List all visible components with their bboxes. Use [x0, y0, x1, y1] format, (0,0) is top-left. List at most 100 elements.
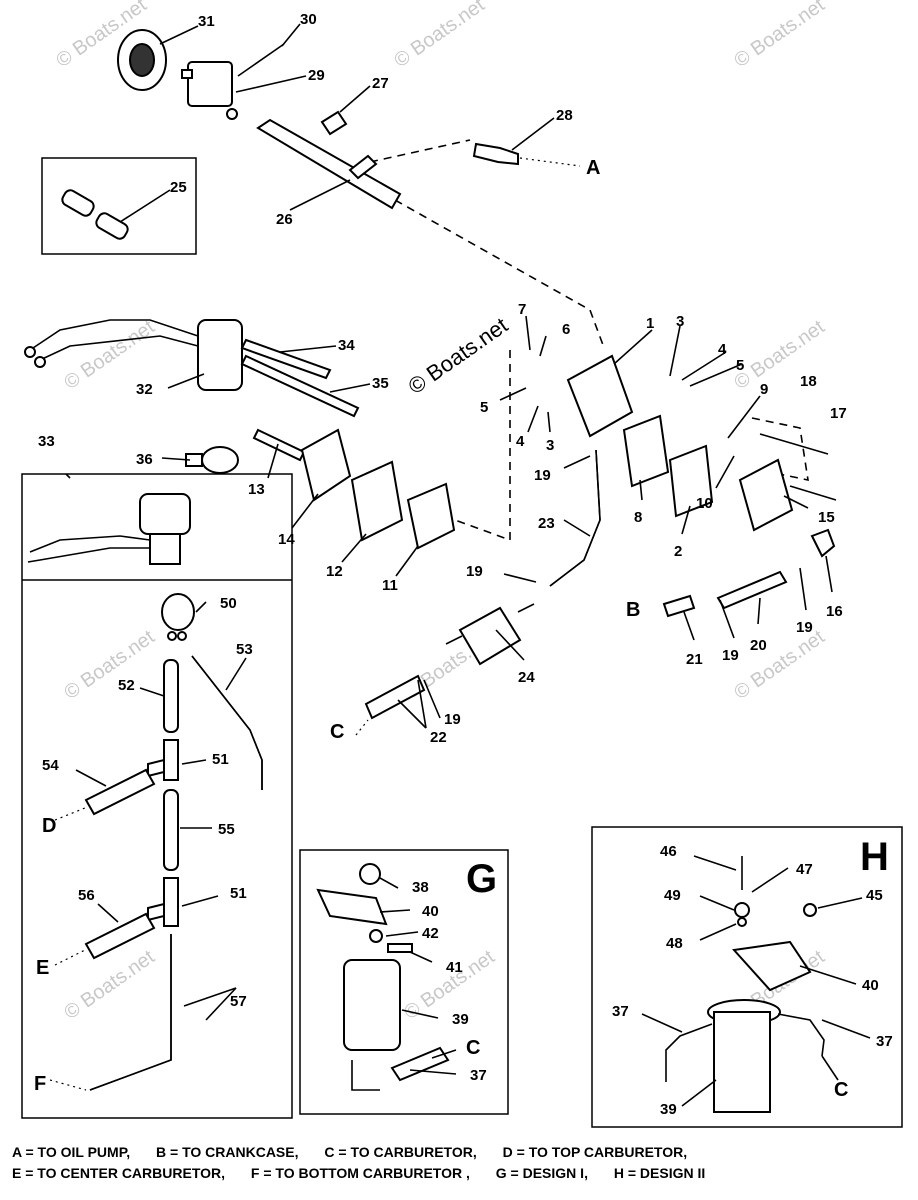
part-53-hose-inner	[191, 655, 263, 790]
callout-19: 19	[534, 467, 551, 484]
part-55-hose	[163, 789, 179, 871]
callout-53: 53	[236, 641, 253, 658]
callout-42: 42	[422, 925, 439, 942]
callout-10: 10	[696, 495, 713, 512]
callout-54: 54	[42, 757, 59, 774]
callout-12: 12	[326, 563, 343, 580]
connection-line	[369, 139, 471, 163]
connection-b: B	[626, 599, 640, 621]
callout-9: 9	[760, 381, 768, 398]
design-g-box	[299, 849, 509, 1115]
callout-21: 21	[686, 651, 703, 668]
inset-box-33	[21, 473, 293, 1119]
callout-40: 40	[422, 903, 439, 920]
legend: A = TO OIL PUMP, B = TO CRANKCASE, C = T…	[12, 1142, 912, 1184]
connection-c: C	[834, 1079, 848, 1101]
part-18-screw	[759, 433, 829, 455]
connection-a: A	[586, 157, 600, 179]
legend-item: D = TO TOP CARBURETOR,	[502, 1144, 688, 1160]
callout-4: 4	[516, 433, 525, 450]
callout-52: 52	[118, 677, 135, 694]
callout-17: 17	[830, 405, 847, 422]
legend-item: B = TO CRANKCASE,	[156, 1144, 299, 1160]
callout-28: 28	[556, 107, 573, 124]
design-h-filter-assembly	[665, 856, 825, 1113]
part-21-fitting	[662, 594, 696, 618]
connection-line	[394, 199, 604, 346]
callout-51: 51	[212, 751, 229, 768]
callout-4: 4	[718, 341, 727, 358]
callout-56: 56	[78, 887, 95, 904]
part-23-hose-inner	[549, 449, 601, 587]
callout-8: 8	[634, 509, 642, 526]
part-26-tee-branch	[348, 154, 378, 180]
legend-item: G = DESIGN I,	[495, 1165, 588, 1181]
callout-37: 37	[876, 1033, 893, 1050]
callout-numbers: 31 30 29 27 28 26 25 34 35 32 33 36 13 1…	[38, 11, 893, 1118]
connection-f: F	[34, 1073, 46, 1095]
callout-3: 3	[676, 313, 684, 330]
part-2-diaphragm	[668, 444, 714, 518]
part-16-elbow	[810, 528, 836, 558]
section-h-label: H	[860, 835, 889, 879]
callout-2: 2	[674, 543, 682, 560]
callout-7: 7	[518, 301, 526, 318]
part-12-gasket	[350, 460, 404, 542]
part-51-tee-upper	[147, 739, 179, 781]
design-h-box	[591, 826, 903, 1128]
legend-item: E = TO CENTER CARBURETOR,	[12, 1165, 226, 1181]
connection-line	[54, 807, 86, 821]
callout-11: 11	[382, 577, 398, 594]
part-8-gasket	[622, 414, 670, 488]
callout-5: 5	[736, 357, 744, 374]
callout-24: 24	[518, 669, 535, 686]
part-30-screw	[237, 43, 285, 77]
callout-13: 13	[248, 481, 265, 498]
legend-item: C = TO CARBURETOR,	[324, 1144, 477, 1160]
part-57-hose-inner	[89, 934, 172, 1091]
callout-36: 36	[136, 451, 153, 468]
part-24-fuel-filter	[445, 603, 535, 666]
part-25-connectors	[61, 189, 129, 240]
part-27-fitting	[320, 110, 348, 136]
part-13-link	[252, 428, 306, 462]
section-g-label: G	[466, 857, 497, 901]
part-23-hose	[549, 449, 601, 587]
callout-33: 33	[38, 433, 55, 450]
part-22-connectors	[364, 674, 426, 720]
connection-line	[355, 719, 369, 736]
connection-letters: A B C D E F C C	[34, 157, 848, 1101]
callout-15: 15	[818, 509, 835, 526]
part-28-check-valve	[472, 142, 519, 166]
part-17-screw	[789, 485, 837, 501]
callout-35: 35	[372, 375, 389, 392]
watermark: © Boats.net	[60, 626, 159, 704]
part-50-fitting	[161, 593, 195, 641]
part-29-switch	[181, 61, 238, 120]
connection-c: C	[330, 721, 344, 743]
part-35-hose	[240, 354, 360, 418]
watermark: © Boats.net	[730, 626, 829, 704]
connection-line	[519, 157, 581, 167]
callout-19: 19	[722, 647, 739, 664]
part-36-clamp	[185, 446, 239, 474]
part-51-tee-lower	[147, 877, 179, 927]
callout-51: 51	[230, 885, 247, 902]
callout-22: 22	[430, 729, 447, 746]
part-54-hose	[84, 768, 156, 816]
connection-line	[751, 417, 809, 482]
callout-41: 41	[446, 959, 463, 976]
part-20-hose	[716, 570, 788, 610]
callout-48: 48	[666, 935, 683, 952]
callout-26: 26	[276, 211, 293, 228]
callout-50: 50	[220, 595, 237, 612]
part-15-pump-cover	[738, 458, 794, 532]
callout-37: 37	[612, 1003, 629, 1020]
callout-45: 45	[866, 887, 883, 904]
callout-20: 20	[750, 637, 767, 654]
part-52-hose	[163, 659, 179, 733]
connection-c: C	[466, 1037, 480, 1059]
callout-19: 19	[466, 563, 483, 580]
callout-19: 19	[444, 711, 461, 728]
